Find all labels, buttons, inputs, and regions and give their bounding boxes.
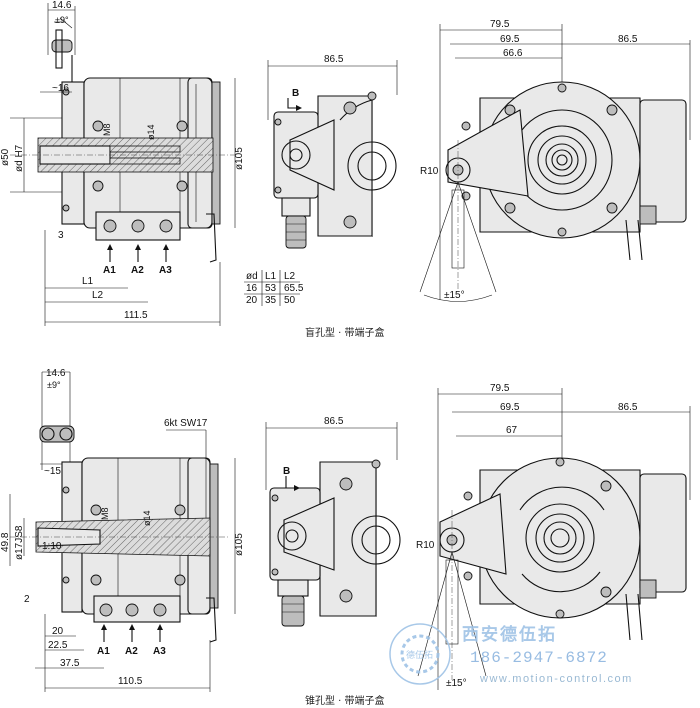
table-cell: 53 <box>265 283 277 294</box>
top-mid-label-B: B <box>292 88 299 99</box>
top-front-dim-79-5: 79.5 <box>490 19 510 30</box>
bottom-dim-d105: ø105 <box>234 533 245 556</box>
bottom-dim-2: 2 <box>24 594 30 605</box>
table-cell: 20 <box>246 295 258 306</box>
bottom-dim-M8: M8 <box>100 507 110 520</box>
bottom-front-dim-67: 67 <box>506 425 518 436</box>
top-mid-dim-86-5: 86.5 <box>324 54 344 65</box>
bottom-dim-d17JS8: ø17JS8 <box>14 525 25 560</box>
top-dim-d14: ø14 <box>146 124 156 140</box>
bottom-dim-37-5: 37.5 <box>60 658 80 669</box>
bottom-front-view: 79.5 69.5 67 86.5 <box>416 383 691 690</box>
bottom-label-a1: A1 <box>97 646 110 657</box>
top-dim-14-6: 14.6 <box>52 0 72 11</box>
bottom-dim-sw17: 6kt SW17 <box>164 418 208 429</box>
watermark-logo-text: 德伍拓 <box>406 649 433 661</box>
top-front-angle: ±15° <box>444 290 465 301</box>
top-middle-view: 86.5 B <box>267 54 398 249</box>
watermark-url: www.motion-control.com <box>479 673 633 685</box>
bottom-front-R10: R10 <box>416 540 435 551</box>
top-dim-dH7: ød H7 <box>14 144 25 172</box>
top-dim-d105: ø105 <box>234 147 245 170</box>
top-dim-d50: ø50 <box>0 148 11 166</box>
table-header-d: ød <box>246 271 258 282</box>
bottom-front-dim-86-5-right: 86.5 <box>618 402 638 413</box>
watermark: 德伍拓 西安德伍拓 186-2947-6872 www.motion-contr… <box>389 623 633 685</box>
top-front-R10: R10 <box>420 166 439 177</box>
top-front-dim-86-5-right: 86.5 <box>618 34 638 45</box>
bottom-caption: 锥孔型 · 带端子盒 <box>305 694 385 707</box>
top-section: 14.6 ±9° ~16 ød H7 ø50 3 M8 ø14 ø105 A1 … <box>0 0 691 339</box>
top-caption: 盲孔型 · 带端子盒 <box>305 326 385 339</box>
bottom-dim-taper: 1:10 <box>42 541 62 552</box>
bottom-dim-22-5: 22.5 <box>48 640 68 651</box>
top-dim-111-5: 111.5 <box>124 310 148 321</box>
top-dim-L1: L1 <box>82 276 94 287</box>
bottom-dim-49-8: 49.8 <box>0 532 11 552</box>
bottom-dim-15: ~15 <box>44 466 61 477</box>
top-dim-16: ~16 <box>52 83 69 94</box>
bottom-dim-110-5: 110.5 <box>118 676 143 687</box>
bottom-middle-view: 86.5 B <box>265 416 401 627</box>
top-front-view: 79.5 69.5 66.6 86.5 <box>419 19 691 302</box>
bottom-mid-label-B: B <box>283 466 290 477</box>
bottom-dim-angle-9: ±9° <box>47 380 61 390</box>
table-header-l2: L2 <box>284 271 296 282</box>
top-dimension-table: ød L1 L2 16 53 65.5 20 35 50 <box>244 270 304 306</box>
table-cell: 35 <box>265 295 277 306</box>
top-dim-3: 3 <box>58 230 64 241</box>
top-dim-angle-9: ±9° <box>55 15 69 25</box>
top-side-view: 14.6 ±9° ~16 ød H7 ø50 3 M8 ø14 ø105 A1 … <box>0 0 245 326</box>
top-label-a3: A3 <box>159 265 172 276</box>
top-label-a2: A2 <box>131 265 144 276</box>
watermark-company: 西安德伍拓 <box>462 624 557 645</box>
table-cell: 16 <box>246 283 258 294</box>
table-header-l1: L1 <box>265 271 277 282</box>
table-cell: 65.5 <box>284 283 304 294</box>
table-cell: 50 <box>284 295 296 306</box>
bottom-dim-d14: ø14 <box>142 510 152 526</box>
watermark-phone: 186-2947-6872 <box>470 649 608 667</box>
top-front-dim-66-6: 66.6 <box>503 48 523 59</box>
bottom-label-a3: A3 <box>153 646 166 657</box>
bottom-section: 14.6 ±9° ~15 <box>0 368 691 707</box>
bottom-side-view: 14.6 ±9° ~15 <box>0 368 245 692</box>
bottom-dim-14-6: 14.6 <box>46 368 66 379</box>
bottom-front-angle: ±15° <box>446 678 467 689</box>
bottom-dim-20: 20 <box>52 626 64 637</box>
watermark-logo: 德伍拓 <box>389 623 451 685</box>
bottom-front-dim-79-5: 79.5 <box>490 383 510 394</box>
top-dim-L2: L2 <box>92 290 104 301</box>
top-front-dim-69-5: 69.5 <box>500 34 520 45</box>
bottom-label-a2: A2 <box>125 646 138 657</box>
top-label-a1: A1 <box>103 265 116 276</box>
bottom-mid-dim-86-5: 86.5 <box>324 416 344 427</box>
top-dim-M8: M8 <box>102 123 112 136</box>
bottom-front-dim-69-5: 69.5 <box>500 402 520 413</box>
